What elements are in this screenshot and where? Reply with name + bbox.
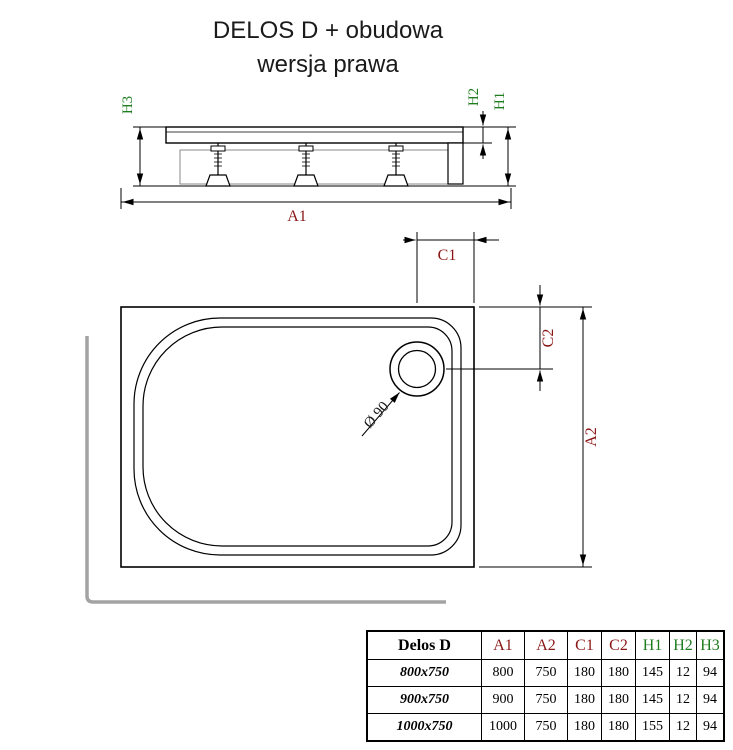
table-cell: 750 [524, 713, 568, 742]
a2-label: A2 [583, 427, 600, 447]
table-row: 900x750 900 750 180 180 145 12 94 [366, 686, 725, 714]
table-cell: 12 [669, 686, 697, 714]
plan-view-dimensions: C1 C2 A2 [403, 232, 600, 568]
table-cell: 180 [601, 713, 636, 742]
table-cell: 94 [696, 659, 725, 687]
table-cell: 1000 [481, 713, 525, 742]
h3-label: H3 [120, 96, 136, 114]
title-line-1: DELOS D + obudowa [212, 17, 444, 44]
adjustable-foot [383, 143, 409, 187]
table-cell-model: 800x750 [366, 659, 482, 687]
table-cell: 750 [524, 686, 568, 714]
table-header-h1: H1 [635, 630, 670, 660]
table-cell: 145 [635, 686, 670, 714]
table-header-h3: H3 [696, 630, 725, 660]
table-cell: 94 [696, 686, 725, 714]
h2-dimension: H2 [466, 88, 487, 159]
drawing-title: DELOS D + obudowa wersja prawa [0, 14, 656, 82]
table-header-c1: C1 [567, 630, 602, 660]
table-cell: 180 [601, 659, 636, 687]
table-row: 1000x750 1000 750 180 180 155 12 94 [366, 713, 725, 742]
table-cell: 180 [601, 686, 636, 714]
table-cell: 900 [481, 686, 525, 714]
table-cell-model: 900x750 [366, 686, 482, 714]
h2-label: H2 [466, 88, 482, 106]
table-header-c2: C2 [601, 630, 636, 660]
side-view [165, 126, 464, 187]
table-header-h2: H2 [669, 630, 697, 660]
table-header-model: Delos D [366, 630, 482, 660]
c1-label: C1 [438, 247, 457, 264]
table-header-row: Delos D A1 A2 C1 C2 H1 H2 H3 [366, 630, 725, 660]
wall-corner-line [85, 336, 446, 604]
a2-dimension: A2 [579, 307, 600, 567]
table-cell-model: 1000x750 [366, 713, 482, 742]
table-cell: 145 [635, 659, 670, 687]
c1-dimension: C1 [403, 232, 499, 303]
a1-label: A1 [287, 208, 307, 225]
h1-label: H1 [492, 92, 508, 110]
tray-rim-outer-edge [133, 317, 462, 556]
c2-label: C2 [540, 329, 557, 348]
dimension-table: Delos D A1 A2 C1 C2 H1 H2 H3 800x750 800… [366, 630, 725, 742]
adjustable-foot [293, 143, 319, 187]
c2-dimension: C2 [536, 285, 557, 391]
drain-inner-circle [397, 349, 437, 389]
apron-end-post [447, 142, 464, 185]
table-cell: 12 [669, 659, 697, 687]
title-line-2: wersja prawa [257, 51, 399, 78]
table-cell: 750 [524, 659, 568, 687]
table-cell: 180 [567, 713, 602, 742]
tray-outline-top-view [120, 306, 475, 568]
table-cell: 180 [567, 659, 602, 687]
table-cell: 12 [669, 713, 697, 742]
table-header-a1: A1 [481, 630, 525, 660]
tray-basin-edge [142, 326, 453, 547]
table-cell: 180 [567, 686, 602, 714]
adjustable-foot [205, 143, 231, 187]
plan-view: Ø 90 [85, 306, 475, 604]
a1-dimension: A1 [120, 188, 512, 225]
h3-dimension: H3 [120, 96, 144, 186]
h1-dimension: H1 [492, 92, 512, 186]
table-cell: 155 [635, 713, 670, 742]
table-row: 800x750 800 750 180 180 145 12 94 [366, 659, 725, 687]
drain-outer-circle [389, 341, 445, 397]
table-cell: 800 [481, 659, 525, 687]
tray-flange [165, 126, 464, 144]
table-cell: 94 [696, 713, 725, 742]
side-view-dimensions: H3 H2 H1 A1 [120, 88, 516, 225]
table-header-a2: A2 [524, 630, 568, 660]
